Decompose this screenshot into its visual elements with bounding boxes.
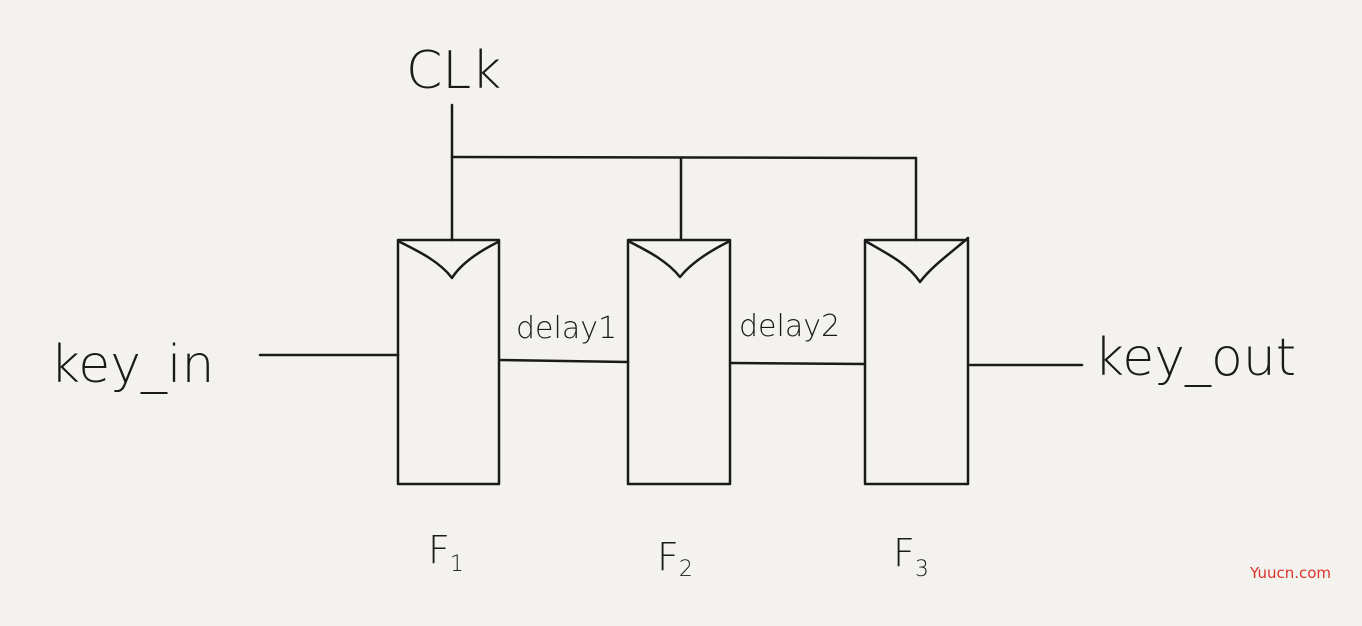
clock-bus (450, 155, 918, 160)
signal-label-delay2: delay2 (739, 309, 840, 344)
flipflop-f3-box (863, 238, 970, 486)
flipflop-f1 (396, 238, 501, 486)
flipflop-f3-index: 3 (915, 557, 929, 582)
watermark: Yuucn.com (1249, 564, 1331, 582)
delay2-wire (729, 361, 867, 366)
clock-input-triangle-f3 (865, 236, 970, 284)
input-label: key_in (50, 335, 214, 395)
clock-input-triangle-f2 (628, 240, 730, 279)
clock-label: CLk (406, 41, 501, 101)
flipflop-f1-label: F1 (428, 528, 464, 577)
flipflop-f2-letter: F (657, 535, 679, 579)
flipflop-f3-label: F3 (893, 531, 929, 582)
output-label: key_out (1094, 328, 1296, 388)
flipflop-f2-label: F2 (657, 535, 693, 582)
flipflop-f3 (863, 236, 970, 486)
flipflop-f3-letter: F (893, 531, 915, 575)
delay1-wire (498, 358, 630, 364)
flipflop-f1-letter: F (428, 528, 450, 572)
flipflop-f2 (626, 238, 732, 486)
signal-label-delay1: delay1 (516, 311, 617, 346)
flipflop-f1-box (396, 238, 501, 486)
flipflop-f1-index: 1 (450, 552, 464, 577)
flipflop-f2-index: 2 (679, 557, 693, 582)
clock-input-triangle-f1 (398, 240, 500, 280)
